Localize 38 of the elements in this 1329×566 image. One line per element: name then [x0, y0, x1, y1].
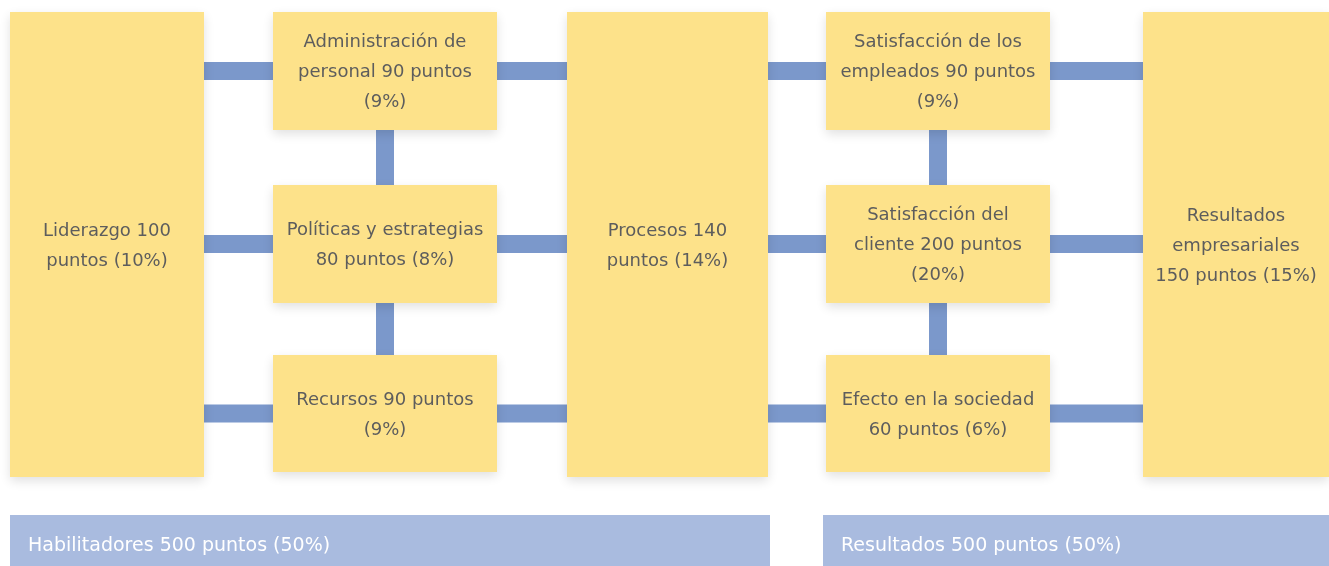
connector-line — [204, 235, 273, 253]
process-box — [826, 185, 1050, 303]
process-box — [10, 12, 204, 477]
process-box — [273, 185, 497, 303]
box-label: Resultados empresariales 150 puntos (15%) — [1154, 202, 1318, 287]
connector-line — [1050, 404, 1143, 423]
section-band — [10, 515, 770, 566]
box-label: Recursos 90 puntos (9%) — [295, 386, 475, 441]
process-box — [1143, 12, 1329, 477]
box-label: Administración de personal 90 puntos (9%) — [297, 29, 473, 113]
connector-line — [929, 130, 947, 185]
connector-line — [497, 235, 567, 253]
process-box — [567, 12, 768, 477]
connector-line — [1050, 62, 1143, 80]
box-label: Procesos 140 puntos (14%) — [605, 217, 730, 272]
connector-line — [1050, 235, 1143, 253]
connector-line — [376, 130, 394, 185]
connector-line — [376, 303, 394, 355]
process-box — [826, 12, 1050, 130]
connector-line — [768, 404, 826, 423]
box-label: Resultados 500 puntos (50%) — [841, 531, 1122, 557]
connector-line — [929, 303, 947, 355]
box-label: Políticas y estrategias 80 puntos (8%) — [285, 217, 485, 271]
connector-line — [768, 235, 826, 253]
box-label: Satisfacción del cliente 200 puntos (20%) — [853, 202, 1023, 286]
connector-line — [204, 404, 273, 423]
connector-line — [768, 62, 826, 80]
box-label: Liderazgo 100 puntos (10%) — [42, 217, 172, 272]
box-label: Satisfacción de los empleados 90 puntos (9%) — [839, 29, 1037, 113]
connector-line — [497, 62, 567, 80]
process-box — [273, 12, 497, 130]
connector-line — [497, 404, 567, 423]
box-label: Efecto en la sociedad 60 puntos (6%) — [840, 386, 1036, 441]
process-box — [273, 355, 497, 472]
connector-line — [204, 62, 273, 80]
process-box — [826, 355, 1050, 472]
box-label: Habilitadores 500 puntos (50%) — [28, 531, 331, 557]
section-band — [823, 515, 1329, 566]
